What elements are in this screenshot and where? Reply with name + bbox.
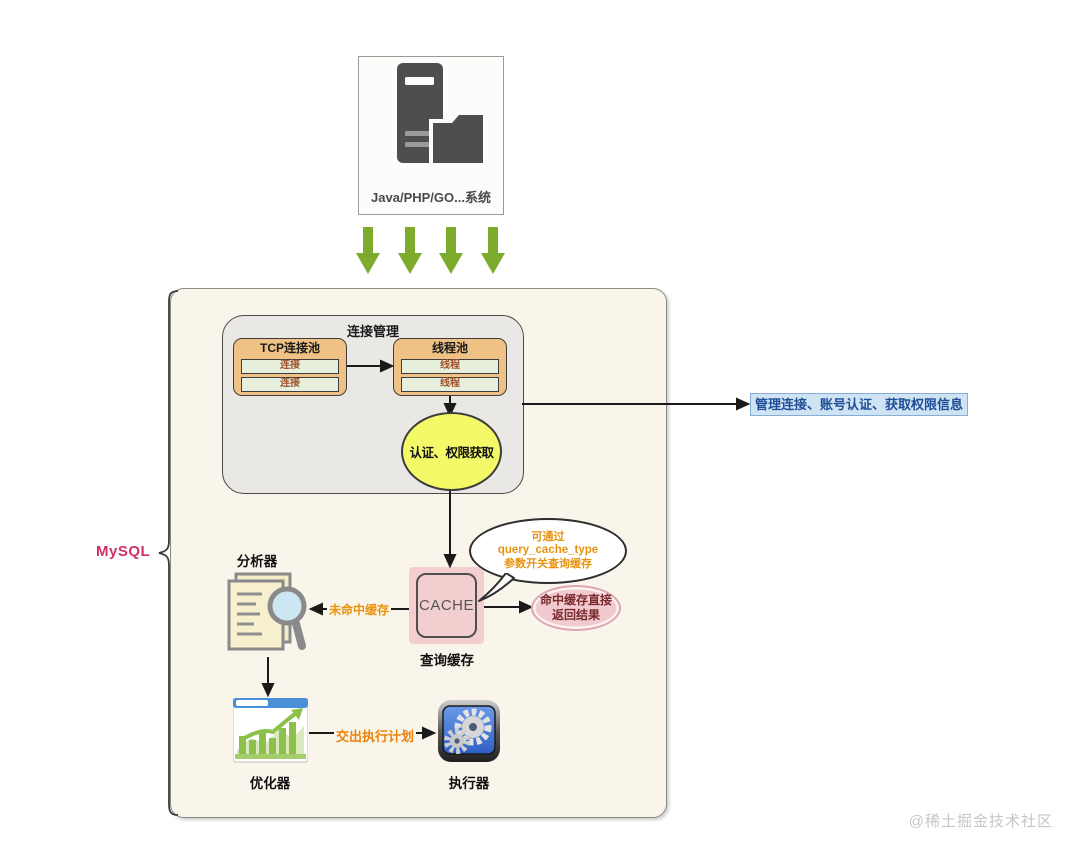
cache-hit-line: 命中缓存直接 [539,593,612,607]
watermark: @稀土掘金技术社区 [908,813,1053,830]
curly-brace [158,290,179,816]
connection-management-box: 连接管理 TCP连接池 连接 连接 线程池 线程 线程 [222,315,524,494]
thread-pool-row: 线程 [401,377,499,392]
green-down-arrows [356,227,505,274]
server-folder-icon [397,63,487,167]
thread-pool: 线程池 线程 线程 [393,338,507,396]
cache-box: CACHE [409,567,484,644]
tcp-pool-row: 连接 [241,377,339,392]
cache-hit-line: 返回结果 [551,608,600,622]
cache-miss-label: 未命中缓存 [327,601,392,618]
executor-label: 执行器 [448,776,490,791]
bubble-tail [478,573,515,602]
bubble-line: 可通过 [531,531,565,544]
mysql-label: MySQL [96,543,151,560]
connection-management-title: 连接管理 [346,324,399,339]
cache-hit-ellipse: 命中缓存直接 返回结果 [531,585,621,631]
thread-pool-row: 线程 [401,359,499,374]
query-cache-caption: 查询缓存 [420,653,474,668]
chart-window-icon [233,698,308,763]
app-system-label: Java/PHP/GO...系统 [371,190,491,205]
document-magnifier-icon [227,572,307,651]
optimizer-label: 优化器 [249,776,291,791]
gears-app-icon [438,700,500,762]
query-cache-type-bubble: 可通过 query_cache_type 参数开关查询缓存 [469,518,627,584]
bubble-line: 参数开关查询缓存 [504,557,592,570]
cache-box-label: CACHE [416,573,477,638]
tcp-pool-row: 连接 [241,359,339,374]
manage-connection-note: 管理连接、账号认证、获取权限信息 [750,393,968,416]
app-system-box: Java/PHP/GO...系统 [358,56,504,215]
execution-plan-label: 交出执行计划 [334,726,417,745]
thread-pool-title: 线程池 [431,341,468,355]
tcp-connection-pool: TCP连接池 连接 连接 [233,338,347,396]
tcp-pool-title: TCP连接池 [259,341,320,355]
auth-ellipse: 认证、权限获取 [401,412,502,491]
analyzer-label: 分析器 [236,554,278,569]
bubble-line: query_cache_type [497,544,599,557]
